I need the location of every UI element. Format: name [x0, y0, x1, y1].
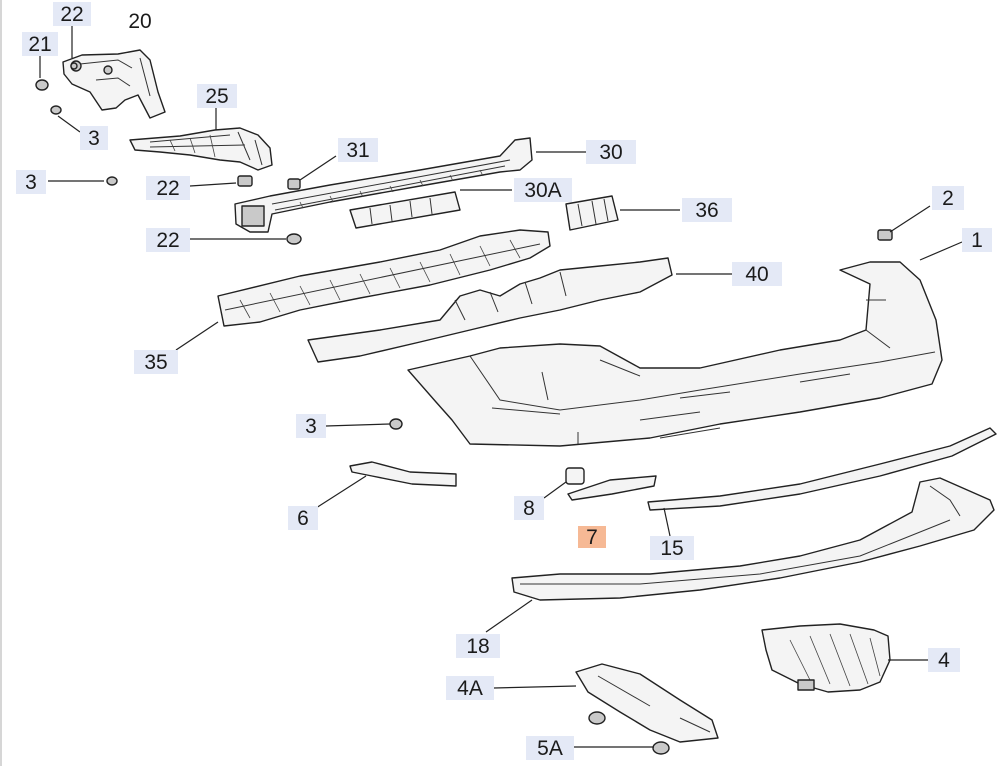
- callout-7-highlighted[interactable]: 7: [578, 526, 606, 549]
- callout-22-mid[interactable]: 22: [146, 176, 190, 200]
- svg-text:22: 22: [156, 229, 179, 252]
- part-1-bumper-cover[interactable]: [407, 261, 943, 447]
- svg-text:6: 6: [297, 507, 309, 530]
- callout-1[interactable]: 1: [962, 228, 992, 252]
- part-25-guide-bracket[interactable]: [129, 127, 273, 171]
- svg-text:21: 21: [28, 33, 51, 56]
- svg-text:3: 3: [88, 127, 100, 150]
- svg-text:35: 35: [144, 351, 167, 374]
- part-7-reflector-right[interactable]: [567, 475, 657, 501]
- part-5A-nut-lower[interactable]: [652, 741, 670, 755]
- svg-text:4: 4: [938, 649, 950, 672]
- svg-text:36: 36: [695, 199, 718, 222]
- part-36-side-absorber[interactable]: [565, 195, 619, 231]
- callout-22-top[interactable]: 22: [53, 2, 91, 26]
- callout-25[interactable]: 25: [197, 84, 237, 108]
- callout-40[interactable]: 40: [732, 262, 782, 286]
- svg-text:7: 7: [586, 526, 598, 549]
- callout-5A[interactable]: 5A: [526, 736, 574, 760]
- callout-31[interactable]: 31: [338, 138, 378, 162]
- callout-18[interactable]: 18: [456, 634, 500, 658]
- svg-text:25: 25: [205, 85, 228, 108]
- svg-text:3: 3: [25, 171, 37, 194]
- svg-text:31: 31: [346, 139, 369, 162]
- svg-text:30A: 30A: [524, 179, 561, 202]
- svg-text:4A: 4A: [457, 677, 483, 700]
- part-18-lower-trim[interactable]: [511, 477, 995, 601]
- callout-2[interactable]: 2: [932, 186, 964, 210]
- part-21-nut[interactable]: [35, 79, 49, 91]
- svg-text:18: 18: [466, 635, 489, 658]
- part-3-nut-left[interactable]: [106, 176, 118, 186]
- part-22-screw-mid[interactable]: [237, 175, 253, 187]
- callout-3-left[interactable]: 3: [16, 170, 46, 194]
- svg-text:1: 1: [971, 229, 983, 252]
- callout-30A[interactable]: 30A: [514, 178, 572, 202]
- part-30-reinforcement-bar[interactable]: [234, 137, 533, 233]
- svg-text:30: 30: [599, 141, 622, 164]
- part-22-clip-upper[interactable]: [70, 62, 78, 70]
- part-4-underbody-shield[interactable]: [761, 623, 891, 693]
- left-edge-rule: [0, 0, 2, 766]
- part-5A-nut-upper[interactable]: [588, 711, 606, 725]
- part-31-clip[interactable]: [287, 178, 301, 190]
- part-8-clip[interactable]: [565, 467, 585, 485]
- svg-text:5A: 5A: [537, 737, 563, 760]
- svg-text:20: 20: [128, 10, 151, 33]
- part-15-molding[interactable]: [647, 427, 997, 511]
- callout-4A[interactable]: 4A: [446, 676, 494, 700]
- callout-8[interactable]: 8: [514, 496, 544, 520]
- svg-text:22: 22: [60, 3, 83, 26]
- part-20-bracket[interactable]: [62, 49, 166, 119]
- part-30A-absorber[interactable]: [349, 191, 461, 229]
- callout-4[interactable]: 4: [928, 648, 960, 672]
- leader-lines: [39, 26, 963, 748]
- callout-35[interactable]: 35: [134, 350, 178, 374]
- svg-text:3: 3: [305, 415, 317, 438]
- svg-text:15: 15: [660, 537, 683, 560]
- part-6-reflector-left[interactable]: [349, 461, 457, 487]
- svg-text:22: 22: [156, 177, 179, 200]
- part-3-nut-upper[interactable]: [50, 105, 62, 115]
- part-2-clip[interactable]: [877, 229, 893, 241]
- part-4A-bracket-plate[interactable]: [575, 663, 719, 743]
- callout-20[interactable]: 20: [128, 10, 151, 33]
- part-40-support-rail[interactable]: [307, 257, 673, 363]
- callout-21[interactable]: 21: [22, 32, 58, 56]
- svg-text:40: 40: [745, 263, 768, 286]
- part-22-screw-lower[interactable]: [286, 233, 302, 245]
- svg-text:8: 8: [523, 497, 535, 520]
- callout-3-upper[interactable]: 3: [80, 126, 108, 150]
- callout-36[interactable]: 36: [682, 198, 732, 222]
- callout-22-lower[interactable]: 22: [146, 228, 190, 252]
- callout-3-mid[interactable]: 3: [296, 414, 326, 438]
- svg-text:2: 2: [942, 187, 954, 210]
- callout-30[interactable]: 30: [586, 140, 636, 164]
- part-35-energy-absorber[interactable]: [217, 229, 551, 327]
- callout-15[interactable]: 15: [650, 536, 694, 560]
- part-3-nut-mid[interactable]: [389, 418, 403, 430]
- callout-6[interactable]: 6: [288, 506, 318, 530]
